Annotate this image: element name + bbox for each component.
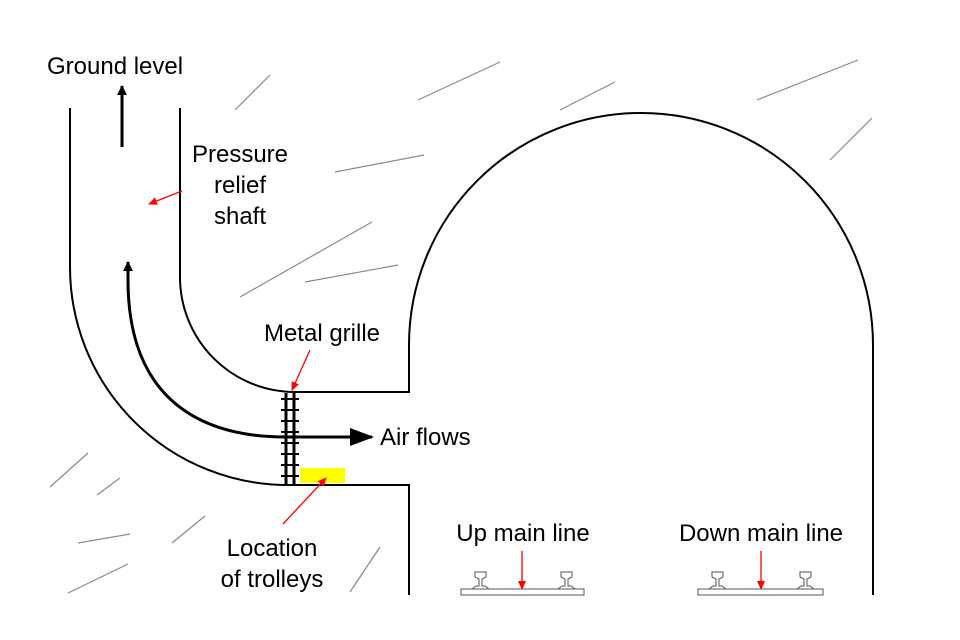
down-main-line-track bbox=[697, 571, 824, 596]
trolley-location-marker bbox=[300, 468, 345, 483]
ground-hatching bbox=[49, 59, 873, 594]
trolley-label-line2: of trolleys bbox=[221, 566, 324, 593]
passage-lower-wall bbox=[288, 484, 410, 595]
pointer-arrows bbox=[148, 190, 765, 590]
trolley-pointer-arrow bbox=[282, 477, 327, 525]
air-flows-label: Air flows bbox=[380, 424, 471, 451]
shaft-label-line2: relief bbox=[214, 172, 266, 199]
ground-level-label: Ground level bbox=[47, 53, 183, 80]
shaft-pointer-arrow bbox=[148, 190, 183, 205]
air-flow-curved-arrow bbox=[123, 261, 287, 439]
shaft-label-line3: shaft bbox=[214, 203, 266, 230]
shaft-label-line1: Pressure bbox=[192, 141, 288, 168]
down-main-line-label: Down main line bbox=[679, 520, 843, 547]
up-main-line-label: Up main line bbox=[456, 520, 589, 547]
shaft-inner-wall bbox=[179, 108, 296, 393]
up-main-line-track bbox=[460, 571, 585, 596]
passage-upper-wall bbox=[295, 345, 410, 393]
running-tunnel-wall bbox=[408, 112, 874, 595]
shaft-outer-wall bbox=[69, 108, 289, 486]
metal-grille-label: Metal grille bbox=[264, 320, 380, 347]
trolley-label-line1: Location bbox=[227, 535, 318, 562]
grille-pointer-arrow bbox=[291, 349, 311, 391]
